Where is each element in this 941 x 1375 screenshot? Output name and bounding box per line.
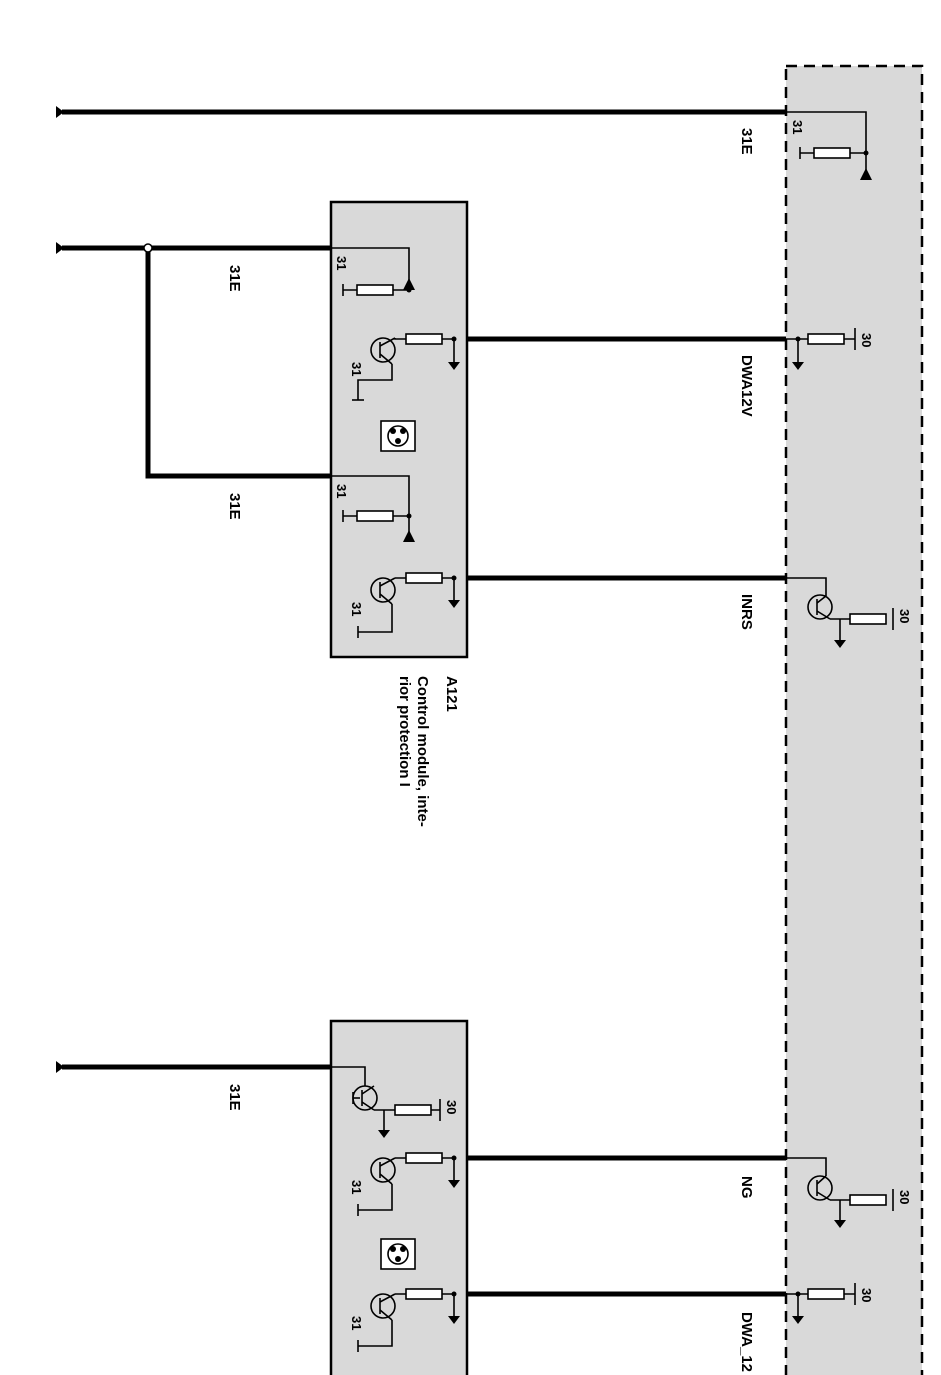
pin-label-31-a121-2: 31 <box>334 484 349 498</box>
a121-transistor-1 <box>352 333 460 401</box>
wire-label-31e-upper: 31E <box>226 265 243 292</box>
module-code-a121: A121 <box>443 676 460 712</box>
pin-label-31-transistor-1: 31 <box>349 362 364 376</box>
wire-label-31e-lower: 31E <box>226 493 243 520</box>
lower-transistor-ng <box>357 1152 460 1216</box>
pin-label-30-ng: 30 <box>897 1190 912 1204</box>
wire-label-inrs: INRS <box>738 594 755 630</box>
dashed-module-housing <box>784 64 924 1375</box>
signal-wire-ng <box>467 1155 894 1228</box>
a121-ground-pin-lower <box>331 475 415 542</box>
module-name-line1: Control module, inte- <box>414 676 431 827</box>
pin-label-30-dwa12: 30 <box>859 1288 874 1302</box>
lower-module-chip-icon <box>380 1238 416 1270</box>
signal-wire-dwa12 <box>467 1283 856 1324</box>
signal-wire-inrs <box>467 575 894 648</box>
wire-label-31e-bottom: 31E <box>226 1084 243 1111</box>
wire-label-dwa12v: DWA12V <box>738 355 755 417</box>
pin-label-31-transistor-2: 31 <box>349 602 364 616</box>
pin-label-31-lower-ng: 31 <box>349 1180 364 1194</box>
pin-label-31-lower-dwa12: 31 <box>349 1316 364 1330</box>
ground-wire-3 <box>56 1061 331 1073</box>
module-name-line2: rior protection I <box>396 676 413 787</box>
pin-label-31-dashed-top: 31 <box>790 120 805 134</box>
lower-control-module <box>329 1019 469 1375</box>
lower-transistor-supply <box>331 1066 441 1138</box>
pin-label-31-a121-1: 31 <box>334 256 349 270</box>
pin-label-30-inrs: 30 <box>897 609 912 623</box>
signal-wire-dwa12v <box>467 328 856 370</box>
pin-label-30-lower-module: 30 <box>444 1100 459 1114</box>
ground-wire-2 <box>56 242 331 479</box>
pin-label-30-dwa12v: 30 <box>859 333 874 347</box>
lower-transistor-dwa12 <box>357 1288 460 1352</box>
a121-ground-pin-upper <box>331 247 415 296</box>
a121-transistor-2 <box>357 572 460 638</box>
wire-label-dwa12: DWA_12 <box>738 1312 755 1372</box>
module-chip-icon <box>380 420 416 452</box>
ground-wire-1 <box>56 106 872 180</box>
wire-label-31e-top: 31E <box>738 128 755 155</box>
wire-label-ng: NG <box>738 1176 755 1199</box>
